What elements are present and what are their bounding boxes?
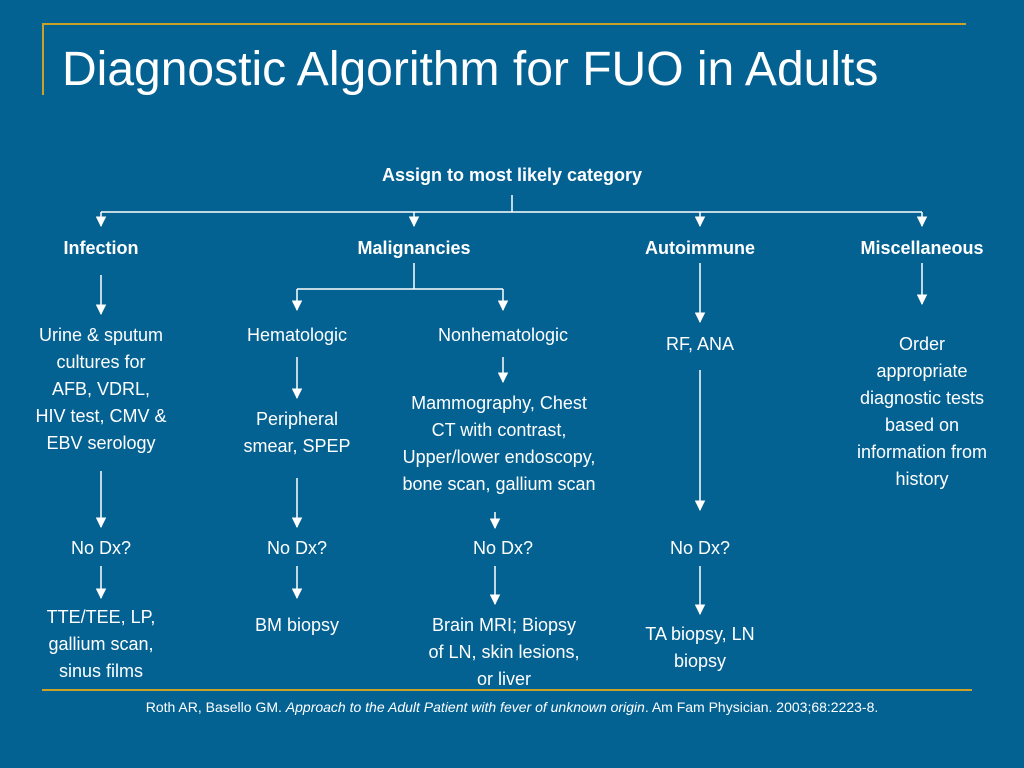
infection-no-dx: No Dx? bbox=[70, 538, 132, 558]
nonhematologic-tests-line: bone scan, gallium scan bbox=[402, 474, 596, 494]
slide-title: Diagnostic Algorithm for FUO in Adults bbox=[62, 43, 879, 96]
miscellaneous-tests-line: diagnostic tests bbox=[859, 388, 985, 408]
autoimmune-next-steps: TA biopsy, LN biopsy bbox=[610, 621, 790, 675]
hematologic-tests: Peripheral smear, SPEP bbox=[207, 406, 387, 460]
subcategory-hematologic: Hematologic bbox=[246, 325, 348, 345]
infection-tests-line: HIV test, CMV & bbox=[35, 406, 167, 426]
hematologic-no-dx: No Dx? bbox=[266, 538, 328, 558]
nonhematologic-next-line: of LN, skin lesions, bbox=[428, 642, 580, 662]
category-autoimmune: Autoimmune bbox=[645, 238, 755, 258]
infection-next-line: TTE/TEE, LP, bbox=[46, 607, 156, 627]
citation-article-title: Approach to the Adult Patient with fever… bbox=[285, 699, 645, 715]
category-infection: Infection bbox=[63, 238, 139, 258]
infection-tests-line: cultures for bbox=[56, 352, 146, 372]
root-connector bbox=[101, 195, 922, 213]
infection-next-line: gallium scan, bbox=[48, 634, 154, 654]
infection-tests: Urine & sputum cultures for AFB, VDRL, H… bbox=[1, 322, 201, 457]
title-rule-top bbox=[42, 23, 966, 25]
hematologic-tests-line: smear, SPEP bbox=[243, 436, 351, 456]
miscellaneous-tests: Order appropriate diagnostic tests based… bbox=[827, 331, 1017, 493]
citation: Roth AR, Basello GM. Approach to the Adu… bbox=[0, 697, 1024, 717]
root-node: Assign to most likely category bbox=[381, 165, 643, 185]
nonhematologic-next-line: Brain MRI; Biopsy bbox=[431, 615, 577, 635]
category-malignancies: Malignancies bbox=[357, 238, 471, 258]
citation-journal: . Am Fam Physician. 2003;68:2223-8. bbox=[644, 699, 879, 715]
infection-next-line: sinus films bbox=[58, 661, 143, 681]
infection-tests-line: AFB, VDRL, bbox=[51, 379, 151, 399]
miscellaneous-tests-line: information from bbox=[856, 442, 988, 462]
nonhematologic-tests: Mammography, Chest CT with contrast, Upp… bbox=[374, 390, 624, 498]
miscellaneous-tests-line: history bbox=[895, 469, 949, 489]
autoimmune-next-line: biopsy bbox=[673, 651, 727, 671]
miscellaneous-tests-line: based on bbox=[884, 415, 960, 435]
hematologic-tests-line: Peripheral bbox=[255, 409, 339, 429]
autoimmune-next-line: TA biopsy, LN bbox=[645, 624, 755, 644]
autoimmune-no-dx: No Dx? bbox=[669, 538, 731, 558]
hematologic-next-line: BM biopsy bbox=[254, 615, 340, 635]
infection-tests-line: EBV serology bbox=[46, 433, 156, 453]
nonhematologic-next-steps: Brain MRI; Biopsy of LN, skin lesions, o… bbox=[389, 612, 619, 693]
citation-authors: Roth AR, Basello GM. bbox=[145, 699, 286, 715]
nonhematologic-tests-line: Mammography, Chest bbox=[411, 393, 587, 413]
infection-tests-line: Urine & sputum bbox=[38, 325, 164, 345]
nonhematologic-no-dx: No Dx? bbox=[472, 538, 534, 558]
footer-rule bbox=[42, 689, 972, 691]
category-miscellaneous: Miscellaneous bbox=[860, 238, 984, 258]
subcategory-nonhematologic: Nonhematologic bbox=[437, 325, 569, 345]
autoimmune-tests: RF, ANA bbox=[620, 331, 780, 358]
autoimmune-tests-line: RF, ANA bbox=[665, 334, 735, 354]
nonhematologic-tests-line: Upper/lower endoscopy, bbox=[402, 447, 596, 467]
hematologic-next-steps: BM biopsy bbox=[207, 612, 387, 639]
nonhematologic-next-line: or liver bbox=[476, 669, 531, 689]
nonhematologic-tests-line: CT with contrast, bbox=[431, 420, 567, 440]
title-rule-left bbox=[42, 23, 44, 95]
miscellaneous-tests-line: Order bbox=[898, 334, 945, 354]
miscellaneous-tests-line: appropriate bbox=[876, 361, 968, 381]
infection-next-steps: TTE/TEE, LP, gallium scan, sinus films bbox=[1, 604, 201, 685]
malignancies-connector bbox=[297, 263, 503, 290]
